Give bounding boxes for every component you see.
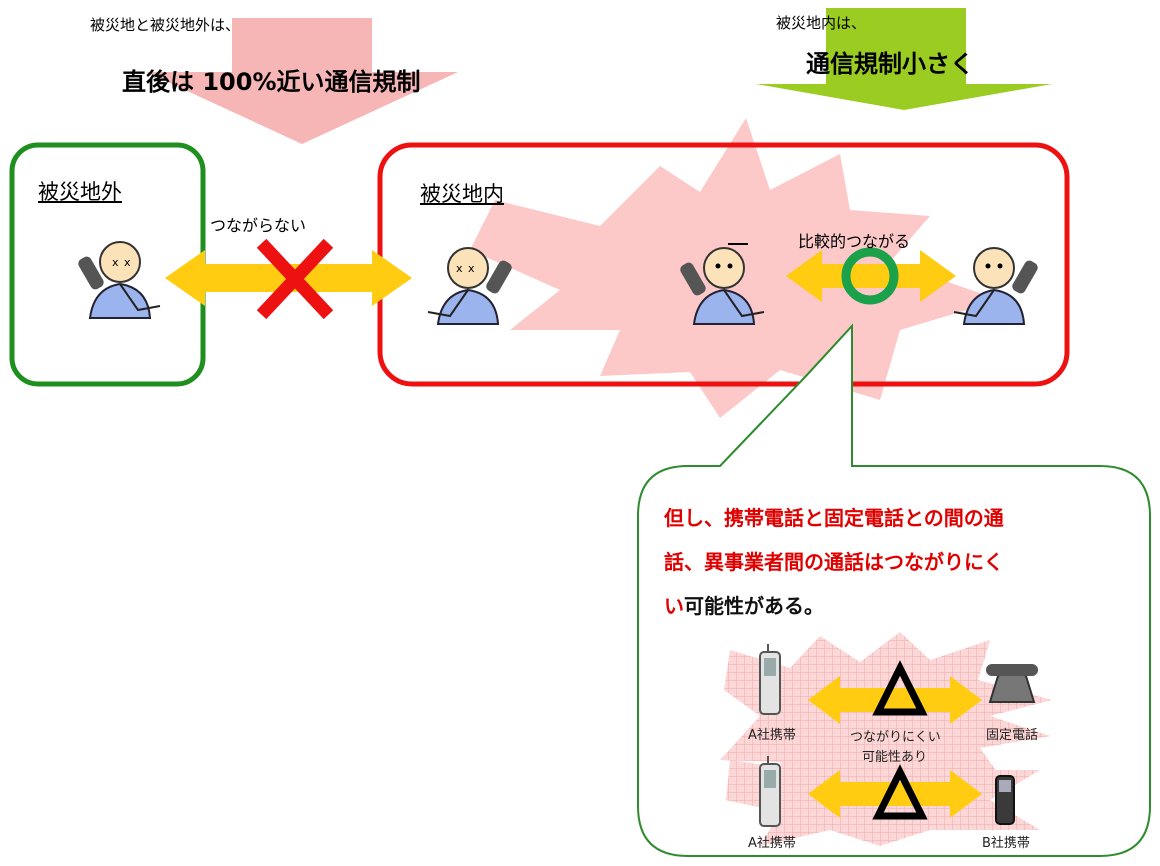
inset-illustration	[720, 632, 1052, 846]
outside-region-label: 被災地外	[38, 180, 122, 204]
svg-text:x: x	[456, 262, 463, 275]
callout-line-3-red: い	[664, 594, 684, 618]
left-arrow-caption: 被災地と被災地外は、	[90, 16, 241, 34]
inside-region-label: 被災地内	[420, 182, 504, 206]
mobile-phone-icon	[759, 756, 781, 827]
cross-icon	[256, 238, 334, 320]
person-inside-middle-icon	[680, 243, 765, 325]
mobile-phone-b-icon	[995, 775, 1015, 825]
svg-text:x: x	[112, 256, 119, 269]
callout-line-3-black: 可能性がある。	[684, 594, 824, 618]
relatively-connect-arrow	[786, 250, 956, 302]
person-outside-icon: x x	[78, 241, 161, 319]
triangle-warning-icon	[872, 764, 928, 820]
relatively-connect-label: 比較的つながる	[798, 232, 911, 251]
person-inside-left-icon: x x	[427, 247, 512, 325]
left-arrow-headline: 直後は 100%近い通信規制	[122, 68, 421, 96]
inset-label-difficult-2: 可能性あり	[862, 750, 928, 765]
ok-circle-icon	[841, 247, 899, 305]
triangle-warning-icon	[872, 660, 928, 716]
inset-label-difficult-1: つながりにくい	[850, 730, 941, 745]
landline-phone-icon	[986, 664, 1038, 703]
inset-label-a-mobile-bottom: A社携帯	[748, 836, 796, 851]
no-connect-label: つながらない	[210, 216, 307, 235]
inset-label-landline: 固定電話	[986, 728, 1039, 743]
svg-text:x: x	[468, 262, 475, 275]
svg-text:x: x	[124, 256, 131, 269]
right-arrow-headline: 通信規制小さく	[806, 50, 974, 78]
person-inside-right-icon	[953, 247, 1038, 325]
big-arrow-left	[146, 18, 458, 144]
callout-text: 但し、携帯電話と固定電話との間の通 話、異事業者間の通話はつながりにく い可能性…	[664, 496, 1144, 628]
callout-line-1: 但し、携帯電話と固定電話との間の通	[664, 506, 1004, 530]
inset-label-a-mobile-top: A社携帯	[748, 728, 796, 743]
big-arrow-right	[756, 8, 1052, 110]
inset-label-b-mobile: B社携帯	[982, 836, 1030, 851]
right-arrow-caption: 被災地内は、	[776, 14, 867, 32]
mobile-phone-icon	[759, 644, 781, 715]
callout-line-2: 話、異事業者間の通話はつながりにく	[664, 550, 1004, 574]
